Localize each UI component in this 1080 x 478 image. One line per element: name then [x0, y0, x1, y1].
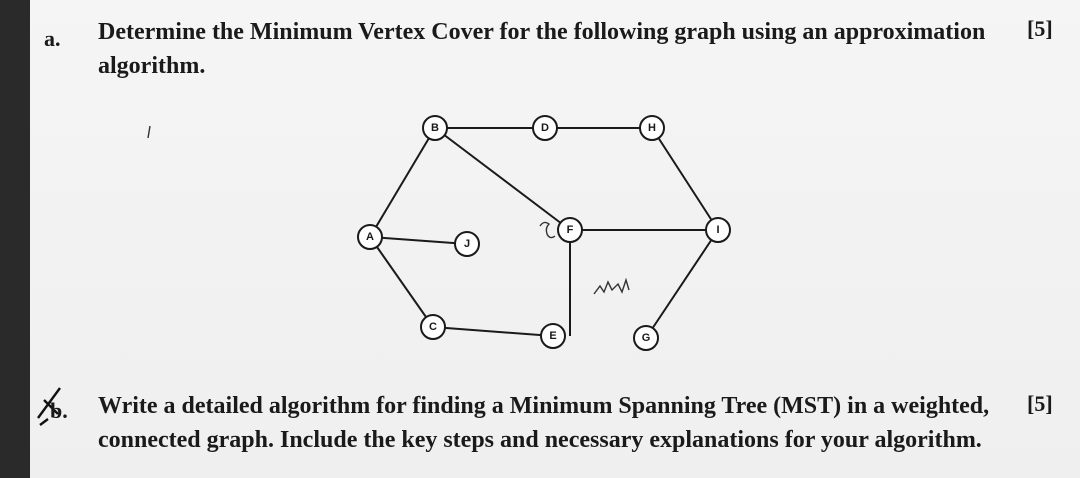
edge-B-F [434, 127, 571, 231]
question-a-label: a. [44, 26, 61, 51]
nodes-group: B D H A J F I C E G [357, 115, 731, 351]
edge-A-J [369, 236, 468, 245]
svg-text:E: E [549, 330, 556, 342]
node-E: E [540, 323, 566, 349]
node-I: I [705, 217, 731, 243]
question-b-line-2: connected graph. Include the key steps a… [98, 427, 982, 453]
svg-text:I: I [716, 224, 719, 236]
edge-C-E [432, 326, 554, 337]
pen-tick-mark [147, 125, 151, 139]
svg-text:F: F [567, 224, 574, 236]
node-A: A [357, 224, 383, 250]
question-b-label: b. [50, 398, 68, 423]
svg-text:B: B [431, 122, 439, 134]
svg-text:A: A [366, 231, 374, 243]
edge-B-A [369, 127, 436, 238]
question-a-line-2: algorithm. [98, 53, 206, 79]
node-J: J [454, 231, 480, 257]
edges-group [369, 127, 719, 339]
question-a-marks: [5] [1027, 16, 1053, 41]
svg-text:G: G [642, 332, 651, 344]
edge-H-I [651, 127, 719, 231]
svg-text:J: J [464, 238, 470, 250]
exam-paper [30, 0, 1080, 478]
edge-I-G [645, 229, 719, 339]
node-G: G [633, 325, 659, 351]
question-a-text: Determine the Minimum Vertex Cover for t… [98, 15, 985, 83]
node-B: B [422, 115, 448, 141]
edge-A-C [369, 236, 434, 328]
pen-scribble-near-f [539, 221, 556, 239]
svg-text:D: D [541, 122, 549, 134]
node-D: D [532, 115, 558, 141]
question-a-line-1: Determine the Minimum Vertex Cover for t… [98, 19, 986, 45]
pen-strike-mark [37, 387, 61, 426]
left-dark-margin [0, 0, 30, 478]
node-C: C [420, 314, 446, 340]
question-b-text: Write a detailed algorithm for finding a… [98, 389, 989, 457]
question-b-marks: [5] [1027, 391, 1053, 416]
node-F: F [557, 217, 583, 243]
svg-text:H: H [648, 122, 656, 134]
pen-scribble-center [593, 277, 630, 295]
node-H: H [639, 115, 665, 141]
svg-text:C: C [429, 321, 437, 333]
question-b-line-1: Write a detailed algorithm for finding a… [98, 393, 990, 419]
